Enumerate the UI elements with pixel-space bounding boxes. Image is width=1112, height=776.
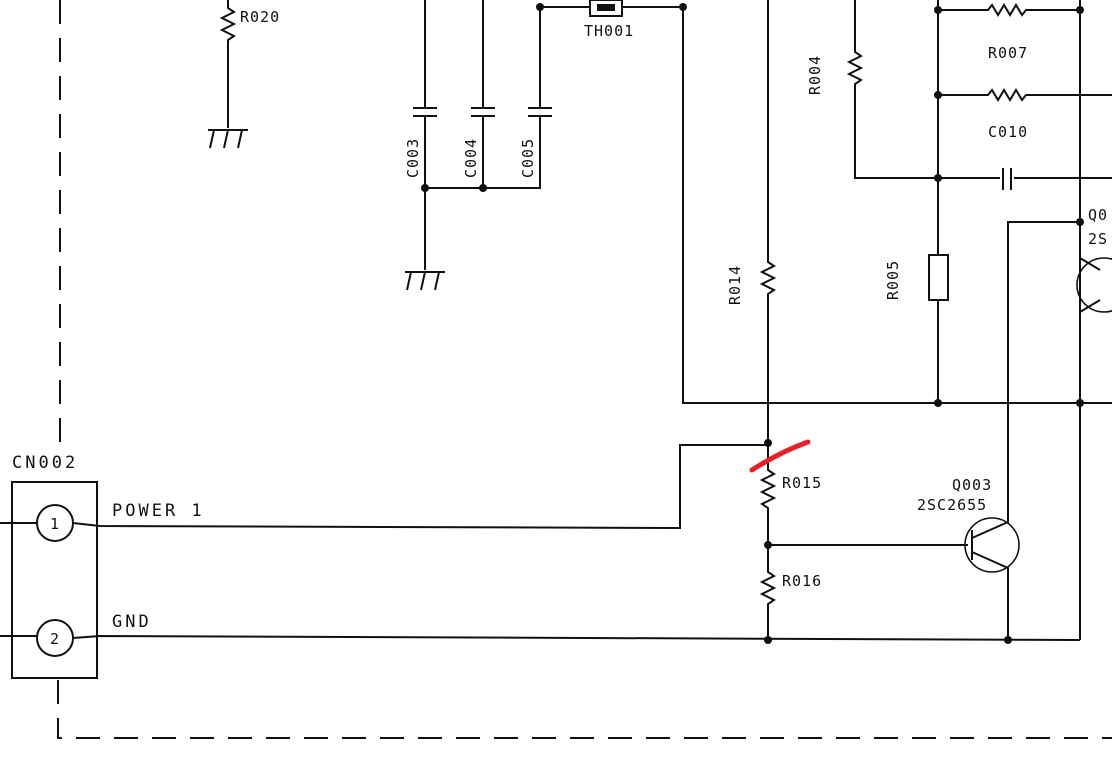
divider-chain: R014 R015 R016 xyxy=(726,0,822,644)
thermistor-th001: TH001 xyxy=(540,0,683,40)
power1-label: POWER 1 xyxy=(112,501,205,521)
transistor-q003: Q003 2SC2655 xyxy=(768,221,1080,644)
resistor-r020: R020 xyxy=(208,0,280,149)
red-annotation-mark xyxy=(749,439,811,473)
gnd-wire xyxy=(72,634,1081,641)
pin-2-number: 2 xyxy=(50,630,60,648)
pin-1-number: 1 xyxy=(50,515,60,533)
power1-wire xyxy=(72,444,768,530)
resistor-r004: R004 C010 xyxy=(806,0,1112,190)
connector-label: CN002 xyxy=(12,453,78,473)
board-outline xyxy=(57,0,1112,739)
gnd-label: GND xyxy=(112,612,152,632)
q-right-ref: Q0 xyxy=(1088,206,1108,224)
c003-label: C003 xyxy=(404,138,422,178)
q-right-part: 2S xyxy=(1088,230,1108,248)
r005-label: R005 xyxy=(884,260,902,300)
q003-part: 2SC2655 xyxy=(917,496,987,514)
r015-label: R015 xyxy=(782,474,822,492)
c005-label: C005 xyxy=(519,138,537,178)
r014-label: R014 xyxy=(726,265,744,305)
svg-text:R020: R020 xyxy=(240,8,280,26)
ground-icon xyxy=(208,129,248,149)
r007-label: R007 xyxy=(988,44,1028,62)
connector-cn002: CN002 1 2 xyxy=(0,453,98,679)
ground-icon xyxy=(405,271,445,291)
q003-ref: Q003 xyxy=(952,476,992,494)
svg-text:TH001: TH001 xyxy=(584,22,634,40)
r016-label: R016 xyxy=(782,572,822,590)
transistor-right: Q0 2S xyxy=(1076,0,1112,640)
svg-text:R004: R004 xyxy=(806,55,824,95)
wire-683 xyxy=(682,7,1112,404)
rail-938: R005 R007 xyxy=(884,0,1112,403)
c004-label: C004 xyxy=(462,138,480,178)
c010-label: C010 xyxy=(988,123,1028,141)
capacitors-c003-c005: C003 C004 C005 xyxy=(404,0,552,291)
